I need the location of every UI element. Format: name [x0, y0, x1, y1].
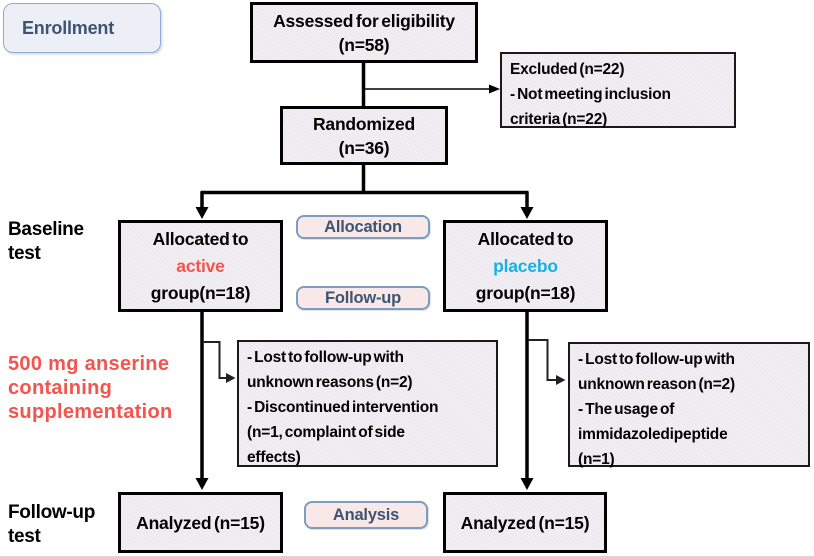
side-note-baseline-test: Baseline test: [8, 218, 84, 266]
arrowhead-placebo: [520, 207, 534, 219]
arrowhead-analyzed-active: [195, 478, 209, 490]
side-note-followup-test: Follow-up test: [8, 501, 95, 549]
stage-label-enrollment: Enrollment: [3, 3, 161, 53]
side-note-line: containing: [8, 377, 113, 399]
arrowhead-analyzed-placebo: [520, 478, 534, 490]
node-text-line: Allocated to: [152, 228, 249, 249]
side-note-intervention: 500 mg anserine containing supplementati…: [8, 352, 173, 424]
stage-label-enrollment-text: Enrollment: [22, 17, 115, 38]
node-text-line: Randomized: [312, 113, 416, 134]
node-text-line: - Lost to follow-up with: [578, 351, 735, 368]
arrowhead-lost-placebo: [556, 375, 566, 385]
branch-lost-active: [203, 341, 226, 379]
side-note-line: Baseline: [8, 219, 84, 240]
node-text-line: (n=36): [338, 137, 390, 158]
node-text-line: Allocated to: [477, 228, 574, 249]
node-assessed-for-eligibility: Assessed for eligibility (n=58): [250, 2, 478, 63]
node-excluded: Excluded (n=22) - Not meeting inclusion …: [500, 52, 736, 128]
node-text-highlight-placebo: placebo: [493, 255, 558, 276]
side-note-line: supplementation: [8, 401, 173, 423]
node-text-line: - The usage of: [578, 401, 675, 418]
arrowhead-active: [195, 207, 209, 219]
node-text-line: - Not meeting inclusion: [510, 86, 671, 103]
node-text-line: Analyzed (n=15): [460, 512, 590, 533]
side-note-line: Follow-up: [8, 502, 95, 523]
stage-label-allocation: Allocation: [296, 215, 430, 239]
node-analyzed-active: Analyzed (n=15): [118, 492, 283, 553]
node-allocated-active: Allocated to active group(n=18): [118, 220, 283, 312]
node-text-line: Excluded (n=22): [510, 61, 625, 78]
node-text-line: group(n=18): [150, 282, 251, 303]
arrowhead-lost-active: [226, 373, 236, 383]
node-text-highlight-active: active: [176, 255, 225, 276]
node-randomized: Randomized (n=36): [280, 106, 448, 165]
node-text-line: - Lost to follow-up with: [247, 349, 404, 366]
node-text-line: unknown reasons (n=2): [247, 374, 413, 391]
stage-label-follow-up-text: Follow-up: [324, 288, 402, 307]
stage-label-allocation-text: Allocation: [324, 217, 402, 236]
node-text-line: (n=1, complaint of side: [247, 424, 405, 441]
arrowhead-excluded: [489, 84, 500, 94]
node-text-line: - Discontinued intervention: [247, 399, 439, 416]
node-text-line: immidazoledipeptide: [578, 426, 728, 443]
node-text-line: (n=1): [578, 451, 615, 468]
node-text-line: criteria (n=22): [510, 111, 608, 128]
side-note-line: test: [8, 243, 41, 264]
branch-lost-placebo: [528, 339, 556, 381]
side-note-line: test: [8, 526, 41, 547]
node-allocated-placebo: Allocated to placebo group(n=18): [443, 220, 608, 312]
node-lost-followup-placebo: - Lost to follow-up with unknown reason …: [568, 342, 810, 468]
stage-label-follow-up: Follow-up: [296, 286, 430, 310]
stage-label-analysis: Analysis: [304, 501, 428, 529]
node-text-line: Analyzed (n=15): [136, 512, 265, 533]
side-note-line: 500 mg anserine: [8, 353, 170, 375]
node-lost-followup-active: - Lost to follow-up with unknown reasons…: [237, 340, 498, 467]
stage-label-analysis-text: Analysis: [332, 505, 400, 524]
node-analyzed-placebo: Analyzed (n=15): [443, 492, 607, 553]
node-text-line: group(n=18): [475, 282, 576, 303]
node-text-line: effects): [247, 449, 301, 466]
node-text-line: Assessed for eligibility: [273, 10, 455, 31]
node-text-line: unknown reason (n=2): [578, 376, 735, 393]
node-text-line: (n=58): [338, 34, 390, 55]
